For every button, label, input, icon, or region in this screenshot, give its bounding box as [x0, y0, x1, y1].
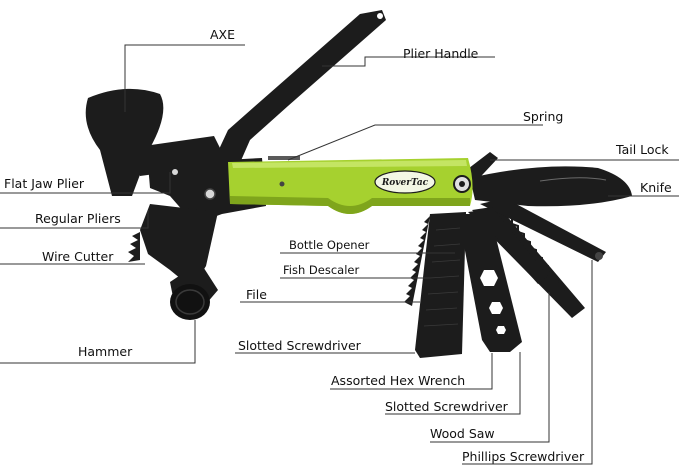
spring-slot [268, 156, 300, 160]
label-wire-cutter: Wire Cutter [42, 249, 114, 264]
label-knife: Knife [640, 180, 672, 195]
rivet-handle [279, 181, 285, 187]
brand-badge [374, 170, 436, 194]
leader-lines [0, 44, 679, 465]
leader-hammer [0, 320, 196, 364]
leader-slotted-screwdriver-2 [385, 352, 521, 415]
wire-cutter-teeth [128, 232, 140, 262]
leader-wood-saw [430, 292, 550, 443]
label-axe: AXE [210, 27, 236, 42]
label-file: File [246, 287, 267, 302]
label-bottle-opener: Bottle Opener [289, 238, 370, 252]
label-regular-pliers: Regular Pliers [35, 211, 121, 226]
leader-regular-pliers [0, 210, 149, 229]
green-handle-shade [230, 196, 470, 214]
knife-edge-highlight [539, 177, 607, 182]
label-flat-jaw-plier: Flat Jaw Plier [4, 176, 85, 191]
brand-label: RoverTac [381, 178, 429, 188]
label-fish-descaler: Fish Descaler [283, 263, 360, 277]
phillips-screwdriver-tool [480, 198, 606, 262]
rivet-right-center [459, 181, 465, 187]
handle-hole [377, 13, 383, 19]
fish-descaler-teeth [404, 216, 430, 306]
multitool: RoverTac [85, 10, 632, 358]
label-hammer: Hammer [78, 344, 133, 359]
axe-head [85, 88, 164, 196]
file-tool [415, 212, 466, 358]
hammer-face-ring [175, 289, 205, 315]
hex-wrench-tool [458, 214, 522, 352]
rivet-left [204, 188, 216, 200]
leader-phillips-screwdriver [462, 260, 593, 465]
label-slotted-screwdriver-2: Slotted Screwdriver [385, 399, 508, 414]
wood-saw-teeth [499, 207, 567, 296]
leader-flat-jaw-plier [0, 172, 171, 194]
leader-spring [287, 124, 543, 161]
label-slotted-screwdriver-1: Slotted Screwdriver [238, 338, 361, 353]
label-assorted-hex-wrench: Assorted Hex Wrench [331, 373, 466, 388]
phillips-tip-icon [595, 252, 603, 260]
leader-plier-handle [322, 56, 495, 67]
label-tail-lock: Tail Lock [616, 142, 669, 157]
rivet-plier [172, 169, 178, 175]
label-spring: Spring [523, 109, 564, 124]
leader-hex-wrench [330, 353, 493, 390]
label-phillips-screwdriver: Phillips Screwdriver [462, 449, 585, 464]
green-handle-highlight [232, 160, 467, 168]
leader-axe [124, 44, 245, 112]
label-plier-handle: Plier Handle [403, 46, 479, 61]
label-wood-saw: Wood Saw [430, 426, 495, 441]
plier-handle [214, 10, 386, 172]
knife-blade [470, 166, 632, 207]
file-texture [423, 227, 461, 327]
